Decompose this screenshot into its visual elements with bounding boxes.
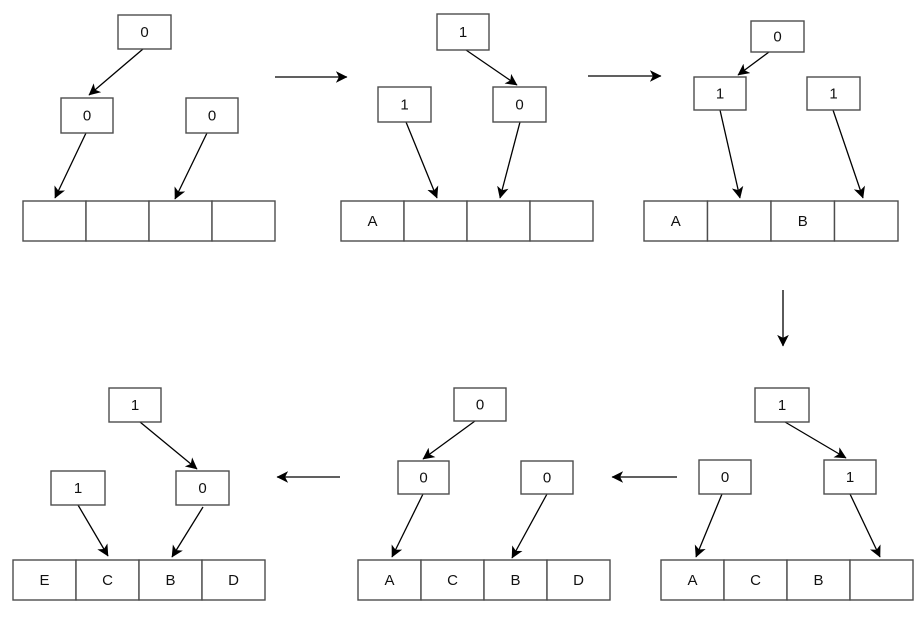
array-cell bbox=[420, 559, 485, 601]
tree-node-box bbox=[436, 13, 490, 51]
tree-node-box bbox=[750, 20, 805, 53]
array-cell bbox=[770, 200, 836, 242]
tree-node-label: 0 bbox=[83, 107, 91, 124]
array-cell bbox=[138, 559, 203, 601]
tree-node-box bbox=[117, 14, 172, 50]
tree-node-box bbox=[60, 97, 114, 134]
array-cell bbox=[211, 200, 276, 242]
tree-edge-arrow bbox=[832, 109, 865, 199]
tree-edge-arrow bbox=[405, 121, 439, 199]
tree-node-label: 0 bbox=[198, 480, 206, 497]
array-cell-label: C bbox=[447, 572, 458, 589]
array-cell-label: B bbox=[165, 572, 175, 589]
array-cell bbox=[403, 200, 468, 242]
array-cell-label: A bbox=[671, 213, 681, 230]
panel-step-4: 1 0 1A C B bbox=[660, 387, 914, 601]
tree-edge-arrow bbox=[171, 506, 204, 558]
array-cell bbox=[529, 200, 594, 242]
tree-node-box bbox=[698, 459, 752, 495]
array-cell bbox=[148, 200, 213, 242]
array-cell bbox=[833, 200, 899, 242]
tree-node-label: 0 bbox=[419, 469, 427, 486]
array-cell bbox=[849, 559, 914, 601]
panel-step-3: 0 1 1A B bbox=[643, 20, 899, 242]
array-cell bbox=[357, 559, 422, 601]
tree-edge-arrow bbox=[422, 420, 476, 460]
tree-edge-arrow bbox=[784, 421, 847, 459]
panel-step-2: 1 1 0A bbox=[340, 13, 594, 242]
tree-edge-arrow bbox=[465, 49, 518, 86]
array-cell bbox=[546, 559, 611, 601]
tree-node-box bbox=[806, 76, 861, 111]
tree-edge-arrow bbox=[54, 132, 87, 199]
array-cell-label: B bbox=[813, 572, 823, 589]
tree-node-label: 1 bbox=[131, 397, 139, 414]
array-cell bbox=[22, 200, 87, 242]
tree-node-box bbox=[492, 86, 547, 123]
tree-node-label: 0 bbox=[208, 107, 216, 124]
array-cell-label: D bbox=[228, 572, 239, 589]
tree-node-box bbox=[185, 97, 239, 134]
tree-edge-arrow bbox=[497, 121, 521, 199]
tree-node-label: 1 bbox=[778, 397, 786, 414]
tree-node-label: 0 bbox=[543, 469, 551, 486]
panel-step-1: 0 0 0 bbox=[22, 14, 276, 242]
array-cell bbox=[723, 559, 788, 601]
array-cell-label: B bbox=[798, 213, 808, 230]
tree-node-box bbox=[50, 470, 106, 506]
array-cell-label: E bbox=[39, 572, 49, 589]
tree-node-label: 1 bbox=[74, 480, 82, 497]
tree-edge-arrow bbox=[719, 109, 744, 199]
tree-edge-arrow bbox=[77, 504, 109, 557]
array-cell-label: A bbox=[367, 213, 377, 230]
tree-node-box bbox=[175, 470, 230, 506]
tree-edge-arrow bbox=[391, 493, 424, 558]
tree-edge-arrow bbox=[737, 51, 770, 76]
tree-node-box bbox=[693, 76, 747, 111]
tree-node-label: 1 bbox=[829, 85, 837, 102]
tree-node-box bbox=[108, 387, 162, 423]
tree-edge-arrow bbox=[511, 493, 548, 559]
tree-node-box bbox=[453, 387, 507, 422]
tree-node-box bbox=[754, 387, 810, 423]
tree-node-label: 1 bbox=[716, 85, 724, 102]
array-cell bbox=[201, 559, 266, 601]
array-cell bbox=[12, 559, 77, 601]
panel-step-6: 1 1 0E C B D bbox=[12, 387, 266, 601]
array-cell-label: A bbox=[687, 572, 697, 589]
tree-edge-arrow bbox=[88, 48, 144, 96]
tree-node-box bbox=[397, 460, 450, 495]
tree-node-label: 1 bbox=[846, 469, 854, 486]
tree-edge-arrow bbox=[694, 493, 723, 558]
tree-node-box bbox=[520, 460, 574, 495]
tree-edge-arrow bbox=[139, 421, 198, 470]
tree-node-box bbox=[377, 86, 432, 123]
array-cell-label: D bbox=[573, 572, 584, 589]
array-cell-label: A bbox=[384, 572, 394, 589]
tree-node-label: 0 bbox=[515, 96, 523, 113]
tree-node-box bbox=[823, 459, 877, 495]
array-cell bbox=[466, 200, 531, 242]
array-cell bbox=[786, 559, 851, 601]
array-cell-label: B bbox=[510, 572, 520, 589]
array-cell-label: C bbox=[750, 572, 761, 589]
array-cell bbox=[340, 200, 405, 242]
tree-node-label: 0 bbox=[140, 24, 148, 41]
panel-step-5: 0 0 0A C B D bbox=[357, 387, 611, 601]
tree-node-label: 0 bbox=[476, 396, 484, 413]
tree-edge-arrow bbox=[174, 132, 208, 200]
array-cell-label: C bbox=[102, 572, 113, 589]
array-cell bbox=[706, 200, 772, 242]
array-cell bbox=[85, 200, 150, 242]
tree-node-label: 0 bbox=[721, 469, 729, 486]
tree-edge-arrow bbox=[849, 493, 881, 558]
tree-node-label: 1 bbox=[400, 96, 408, 113]
tree-node-label: 0 bbox=[773, 28, 781, 45]
tree-node-label: 1 bbox=[459, 24, 467, 41]
array-cell bbox=[660, 559, 725, 601]
